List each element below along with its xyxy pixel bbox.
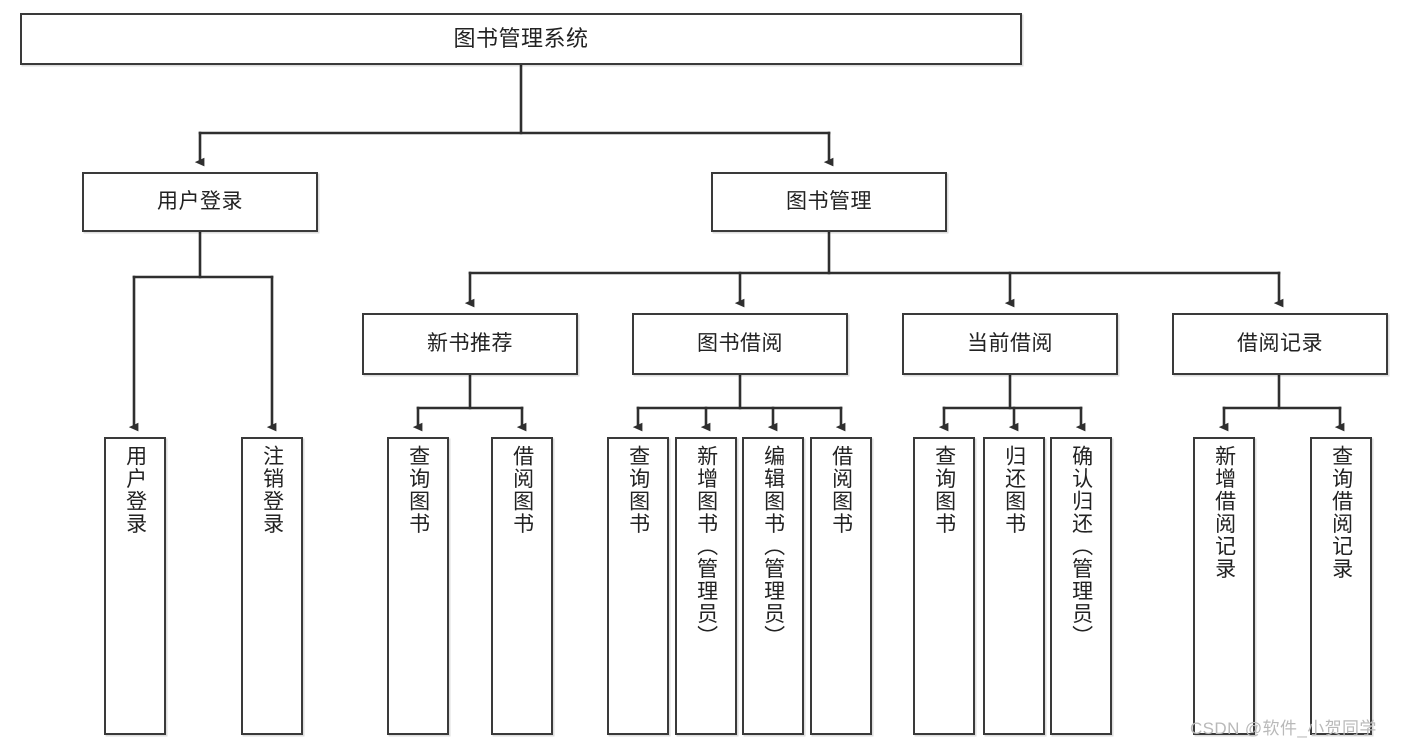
node-current-borrow[interactable]: 当前借阅 <box>902 313 1118 375</box>
node-label: 新增图书（管理员） <box>694 445 718 648</box>
node-label: 用户登录 <box>157 190 243 214</box>
leaf-record-query-borrow-record[interactable]: 查询借阅记录 <box>1310 437 1372 735</box>
node-label: 图书借阅 <box>697 332 783 356</box>
leaf-user-login-logout[interactable]: 注销登录 <box>241 437 303 735</box>
leaf-new-book-query-book[interactable]: 查询图书 <box>387 437 449 735</box>
leaf-record-add-borrow-record[interactable]: 新增借阅记录 <box>1193 437 1255 735</box>
node-label: 用户登录 <box>123 445 147 535</box>
leaf-borrow-borrow-book[interactable]: 借阅图书 <box>810 437 872 735</box>
node-label: 借阅记录 <box>1237 332 1323 356</box>
leaf-borrow-add-book-admin[interactable]: 新增图书（管理员） <box>675 437 737 735</box>
node-book-management[interactable]: 图书管理 <box>711 172 947 232</box>
node-borrow-record[interactable]: 借阅记录 <box>1172 313 1388 375</box>
node-label: 借阅图书 <box>510 445 534 535</box>
leaf-user-login-login[interactable]: 用户登录 <box>104 437 166 735</box>
node-root-book-management-system[interactable]: 图书管理系统 <box>20 13 1022 65</box>
node-label: 图书管理 <box>786 190 872 214</box>
watermark-text: CSDN @软件_小贺同学 <box>1190 719 1377 738</box>
node-label: 图书管理系统 <box>453 25 589 51</box>
leaf-current-confirm-return-admin[interactable]: 确认归还（管理员） <box>1050 437 1112 735</box>
node-label: 查询图书 <box>932 445 956 535</box>
leaf-new-book-borrow-book[interactable]: 借阅图书 <box>491 437 553 735</box>
node-label: 新增借阅记录 <box>1212 445 1236 580</box>
leaf-current-return-book[interactable]: 归还图书 <box>983 437 1045 735</box>
leaf-current-query-book[interactable]: 查询图书 <box>913 437 975 735</box>
node-label: 确认归还（管理员） <box>1069 445 1093 648</box>
leaf-borrow-query-book[interactable]: 查询图书 <box>607 437 669 735</box>
node-label: 新书推荐 <box>427 332 513 356</box>
node-label: 注销登录 <box>260 445 284 535</box>
leaf-borrow-edit-book-admin[interactable]: 编辑图书（管理员） <box>742 437 804 735</box>
node-label: 编辑图书（管理员） <box>761 445 785 648</box>
node-label: 查询图书 <box>406 445 430 535</box>
node-label: 查询图书 <box>626 445 650 535</box>
node-book-borrow[interactable]: 图书借阅 <box>632 313 848 375</box>
node-label: 借阅图书 <box>829 445 853 535</box>
node-new-book-recommend[interactable]: 新书推荐 <box>362 313 578 375</box>
node-user-login[interactable]: 用户登录 <box>82 172 318 232</box>
node-label: 查询借阅记录 <box>1329 445 1353 580</box>
node-label: 当前借阅 <box>967 332 1053 356</box>
node-label: 归还图书 <box>1002 445 1026 535</box>
